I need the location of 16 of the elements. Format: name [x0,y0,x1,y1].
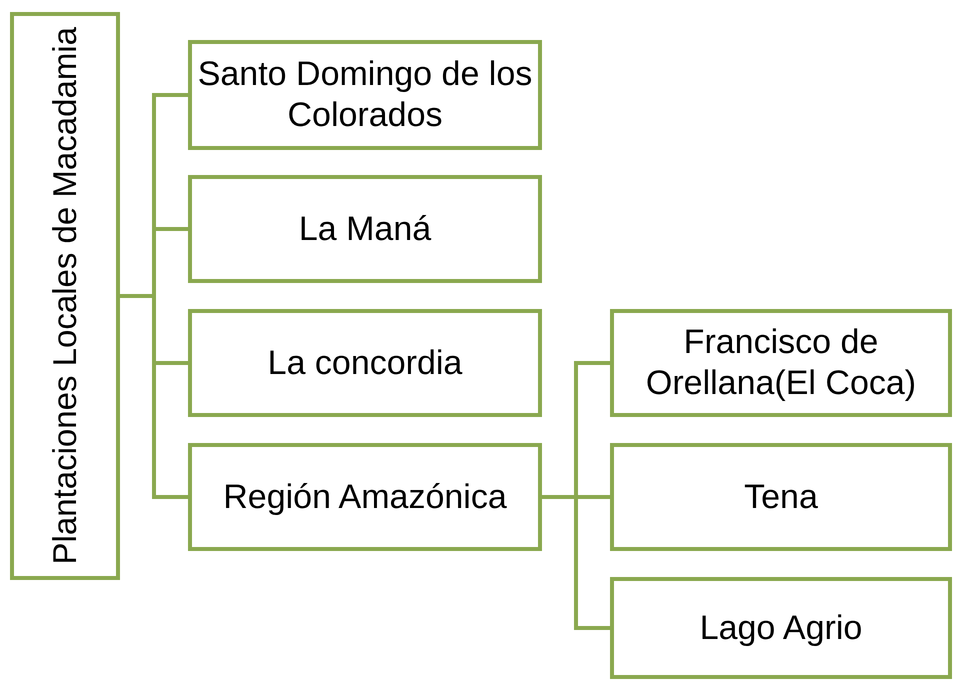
box-label: Plantaciones Locales de Macadamia [45,27,84,565]
category-box [188,309,542,417]
category-box [610,577,952,679]
box-label: Lago Agrio [700,608,862,648]
box-label: La concordia [268,342,462,384]
category-box [188,175,542,283]
box-label: Tena [744,476,818,518]
category-box [610,443,952,551]
category-box [188,443,542,551]
box-label: Santo Domingo de los Colorados [196,54,534,136]
category-box [188,40,542,150]
root-box [10,12,120,580]
box-label: Francisco de Orellana(El Coca) [644,322,918,404]
box-label: Región Amazónica [223,476,507,518]
category-box [610,309,952,417]
box-label: La Maná [298,208,432,250]
